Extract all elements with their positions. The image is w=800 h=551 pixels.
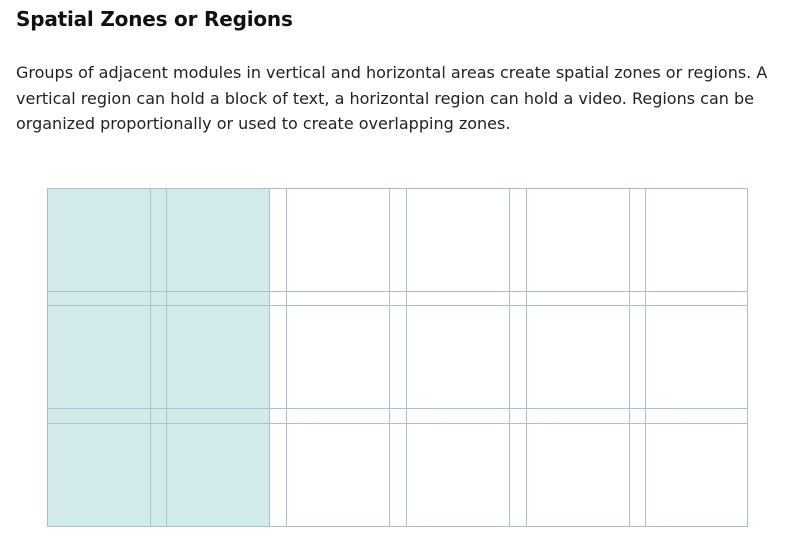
grid-module <box>406 188 510 292</box>
gutter-lines <box>47 188 748 527</box>
grid-module <box>526 305 630 409</box>
grid-module <box>645 188 748 292</box>
grid-module <box>406 305 510 409</box>
highlighted-region <box>47 188 269 526</box>
grid-module <box>645 423 748 527</box>
grid-module <box>286 188 390 292</box>
page-title: Spatial Zones or Regions <box>16 7 293 31</box>
vertical-region <box>47 188 269 526</box>
grid-module <box>286 423 390 527</box>
description-paragraph: Groups of adjacent modules in vertical a… <box>16 63 768 133</box>
grid-module <box>286 305 390 409</box>
grid-module <box>645 305 748 409</box>
grid-module <box>526 188 630 292</box>
grid-module <box>406 423 510 527</box>
grid-module <box>526 423 630 527</box>
